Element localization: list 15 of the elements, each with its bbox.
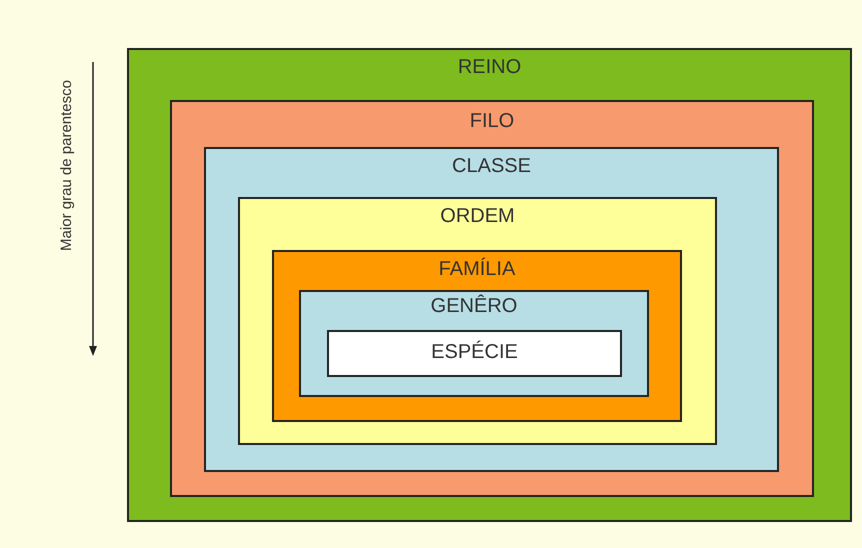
taxon-box bbox=[238, 197, 717, 445]
taxon-box bbox=[204, 147, 779, 472]
taxon-box bbox=[299, 290, 649, 397]
taxon-box bbox=[127, 48, 852, 522]
rank-label: FILO bbox=[470, 110, 514, 133]
taxon-box bbox=[170, 100, 814, 497]
rank-label: CLASSE bbox=[452, 155, 531, 178]
taxon-box bbox=[327, 330, 622, 377]
rank-label: ORDEM bbox=[440, 205, 515, 228]
rank-label: GENÊRO bbox=[430, 295, 518, 318]
axis-label: Maior grau de parentesco bbox=[58, 80, 75, 251]
taxon-box bbox=[272, 250, 682, 422]
rank-label: ESPÉCIE bbox=[431, 341, 518, 364]
rank-label: REINO bbox=[458, 56, 522, 79]
rank-label: FAMÍLIA bbox=[438, 258, 516, 281]
